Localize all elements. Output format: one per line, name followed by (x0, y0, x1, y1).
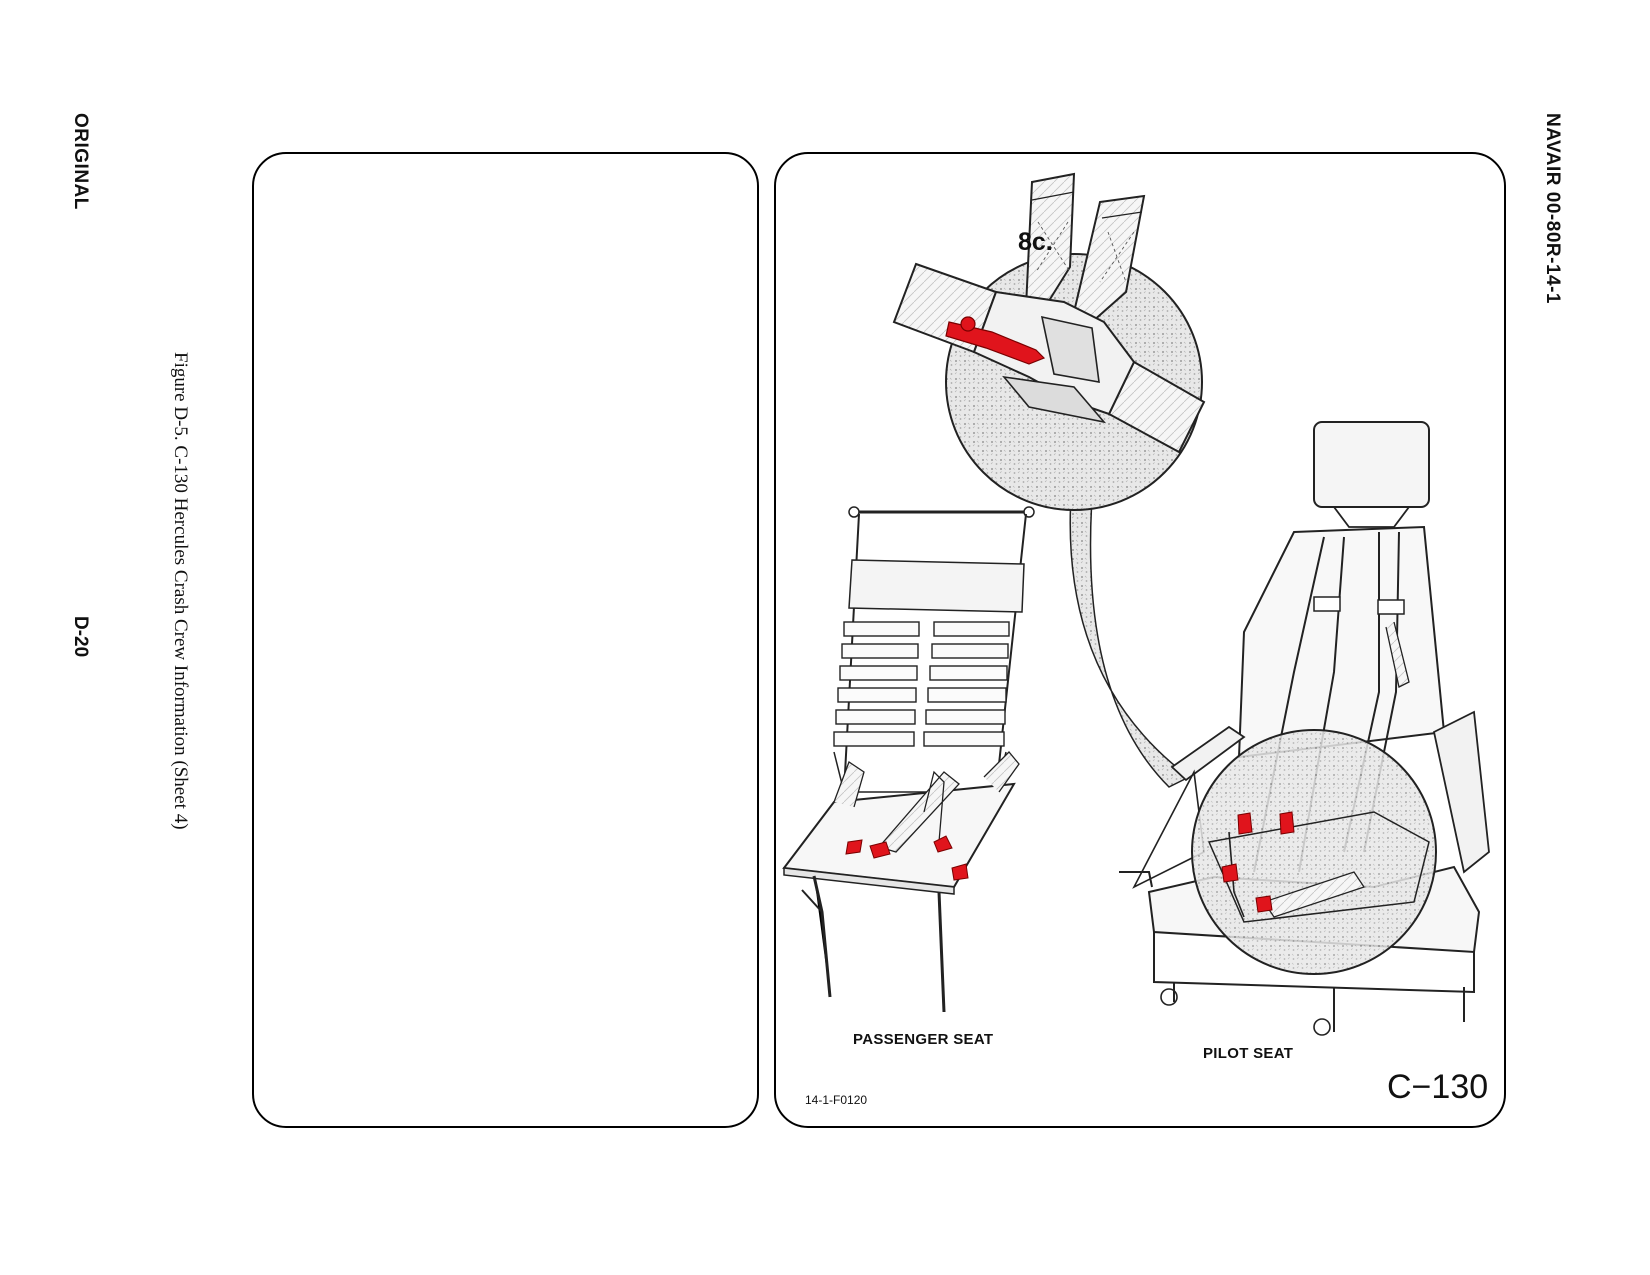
step-label: 8c. (1018, 228, 1053, 256)
pilot-seat-label: PILOT SEAT (1203, 1045, 1294, 1062)
passenger-seat-label: PASSENGER SEAT (853, 1031, 994, 1048)
pilot-seat (1119, 421, 1490, 1036)
edition-label: ORIGINAL (70, 113, 91, 210)
seat-harness-illustration (782, 172, 1490, 1036)
figure-id-label: 14-1-F0120 (805, 1093, 868, 1107)
document-id-header: NAVAIR 00-80R-14-1 (1542, 113, 1563, 304)
page-number: D-20 (70, 616, 91, 658)
aircraft-label: C−130 (1387, 1068, 1489, 1106)
detail-8c-buckle (892, 172, 1206, 788)
figure-caption: Figure D-5. C-130 Hercules Crash Crew In… (170, 352, 191, 830)
passenger-seat (782, 506, 1035, 1013)
blank-panel (252, 152, 759, 1128)
